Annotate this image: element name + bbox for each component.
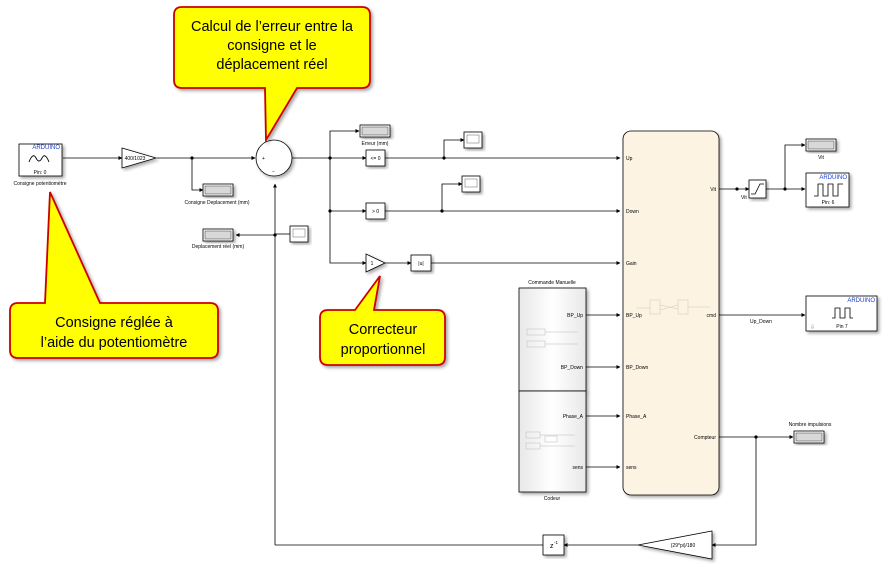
display-consigne[interactable]: Consigne Deplacement (mm) <box>184 183 250 206</box>
source-brand: ARDUINO <box>32 145 60 151</box>
compare-le-zero-block[interactable]: <= 0 <box>365 149 386 167</box>
digital-wave-icon <box>832 307 853 319</box>
source-caption: Consigne potentiomètre <box>13 181 66 187</box>
codeur-block[interactable]: Phase_A sens Codeur <box>518 390 587 502</box>
compare-le-label: <= 0 <box>370 156 380 162</box>
control-subsystem-block[interactable]: Up Down Gain BP_Up BP_Down Phase_A sens … <box>622 130 720 496</box>
deplacement-display-caption: Deplacement réel (mm) <box>192 244 245 250</box>
feedback-gain-block[interactable]: (29*pi)/180 <box>637 530 713 560</box>
manual-title: Commande Manuelle <box>528 280 576 286</box>
subsystem-out-cmd: cmd <box>707 313 717 319</box>
display-deplacement[interactable]: Deplacement réel (mm) <box>192 228 245 250</box>
sum-minus-sign: − <box>272 169 275 175</box>
sine-wave-icon <box>28 155 50 163</box>
subsystem-in-up: Up <box>626 156 633 162</box>
commande-manuelle-block[interactable]: Commande Manuelle BP_Up BP_Down <box>518 280 587 392</box>
subsystem-out-vit: Vit <box>710 187 716 193</box>
gain-400-1023-block[interactable]: 400/1023 <box>121 147 158 169</box>
impulsions-display-caption: Nombre impulsions <box>789 422 832 428</box>
subsystem-in-sens: sens <box>626 465 637 471</box>
delay-exp: -1 <box>554 540 558 545</box>
unit-delay-block[interactable]: z -1 <box>542 534 565 556</box>
sum-block[interactable]: + − <box>255 139 293 177</box>
callout-error-calculation: Calcul de l’erreur entre la consigne et … <box>173 6 371 144</box>
callout-bottom-line-1: Correcteur <box>349 322 418 338</box>
display-impulsions[interactable]: Nombre impulsions <box>789 422 832 444</box>
callout-left-line-1: Consigne réglée à <box>55 315 174 331</box>
subsystem-internal-sketch <box>636 299 710 315</box>
vit-display-caption: Vit <box>818 155 824 161</box>
scope-deplacement[interactable] <box>289 225 309 243</box>
subsystem-in-bp-up: BP_Up <box>626 313 642 319</box>
codeur-title: Codeur <box>544 496 561 502</box>
pwm-output-block[interactable]: ARDUINO Pin: 6 <box>805 172 850 208</box>
scope-up[interactable] <box>463 131 483 149</box>
digital-output-block[interactable]: ARDUINO Pin 7 ⇩ <box>805 295 878 332</box>
callout-proportional: Correcteur proportionnel <box>319 275 446 366</box>
manual-out-bp-down: BP_Down <box>561 365 583 371</box>
compare-gt-label: > 0 <box>372 209 379 215</box>
callout-top-line-1: Calcul de l’erreur entre la <box>191 19 354 35</box>
pwm-brand: ARDUINO <box>819 175 847 181</box>
gain-value: 400/1023 <box>125 156 146 162</box>
consigne-display-caption: Consigne Deplacement (mm) <box>184 200 249 206</box>
subsystem-in-phase-a: Phase_A <box>626 414 647 420</box>
abs-block[interactable]: |u| <box>410 254 432 272</box>
sum-plus-sign: + <box>262 156 265 162</box>
digital-arrow-icon: ⇩ <box>810 324 815 331</box>
callout-potentiometer: Consigne réglée à l’aide du potentiomètr… <box>9 191 219 359</box>
codeur-out-phase-a: Phase_A <box>563 414 584 420</box>
compare-gt-zero-block[interactable]: > 0 <box>365 202 386 220</box>
saturation-block[interactable] <box>748 179 767 199</box>
scope-down[interactable] <box>461 175 481 193</box>
manual-out-bp-up: BP_Up <box>567 313 583 319</box>
display-erreur[interactable]: Erreur (mm) <box>359 124 391 147</box>
callout-top-line-2: consigne et le <box>227 38 316 54</box>
pwm-pin: Pin: 6 <box>822 200 835 206</box>
subsystem-in-gain: Gain <box>626 261 637 267</box>
proportional-gain-block[interactable]: 1 <box>365 253 386 273</box>
wires <box>63 129 806 547</box>
digital-pin: Pin 7 <box>836 324 848 330</box>
saturation-icon <box>751 183 764 195</box>
source-pin: Pin: 0 <box>34 170 47 176</box>
delay-z: z <box>550 543 554 550</box>
subsystem-out-compteur: Compteur <box>694 435 716 441</box>
subsystem-in-bp-down: BP_Down <box>626 365 648 371</box>
digital-brand: ARDUINO <box>847 298 875 304</box>
callout-left-line-2: l’aide du potentiomètre <box>41 335 188 351</box>
potentiometer-source-block[interactable]: ARDUINO Pin: 0 Consigne potentiomètre <box>13 143 67 187</box>
subsystem-in-down: Down <box>626 209 639 215</box>
erreur-display-caption: Erreur (mm) <box>362 141 389 147</box>
codeur-out-sens: sens <box>572 465 583 471</box>
display-vit[interactable]: Vit <box>805 138 837 161</box>
signal-label-vit: Vit <box>741 195 747 201</box>
callout-bottom-line-2: proportionnel <box>341 342 426 358</box>
kp-value: 1 <box>371 261 374 267</box>
callout-top-line-3: déplacement réel <box>216 57 327 73</box>
pwm-wave-icon <box>814 183 843 197</box>
signal-label-up-down: Up_Down <box>750 319 772 325</box>
feedback-gain-value: (29*pi)/180 <box>671 543 696 549</box>
abs-label: |u| <box>418 261 423 267</box>
